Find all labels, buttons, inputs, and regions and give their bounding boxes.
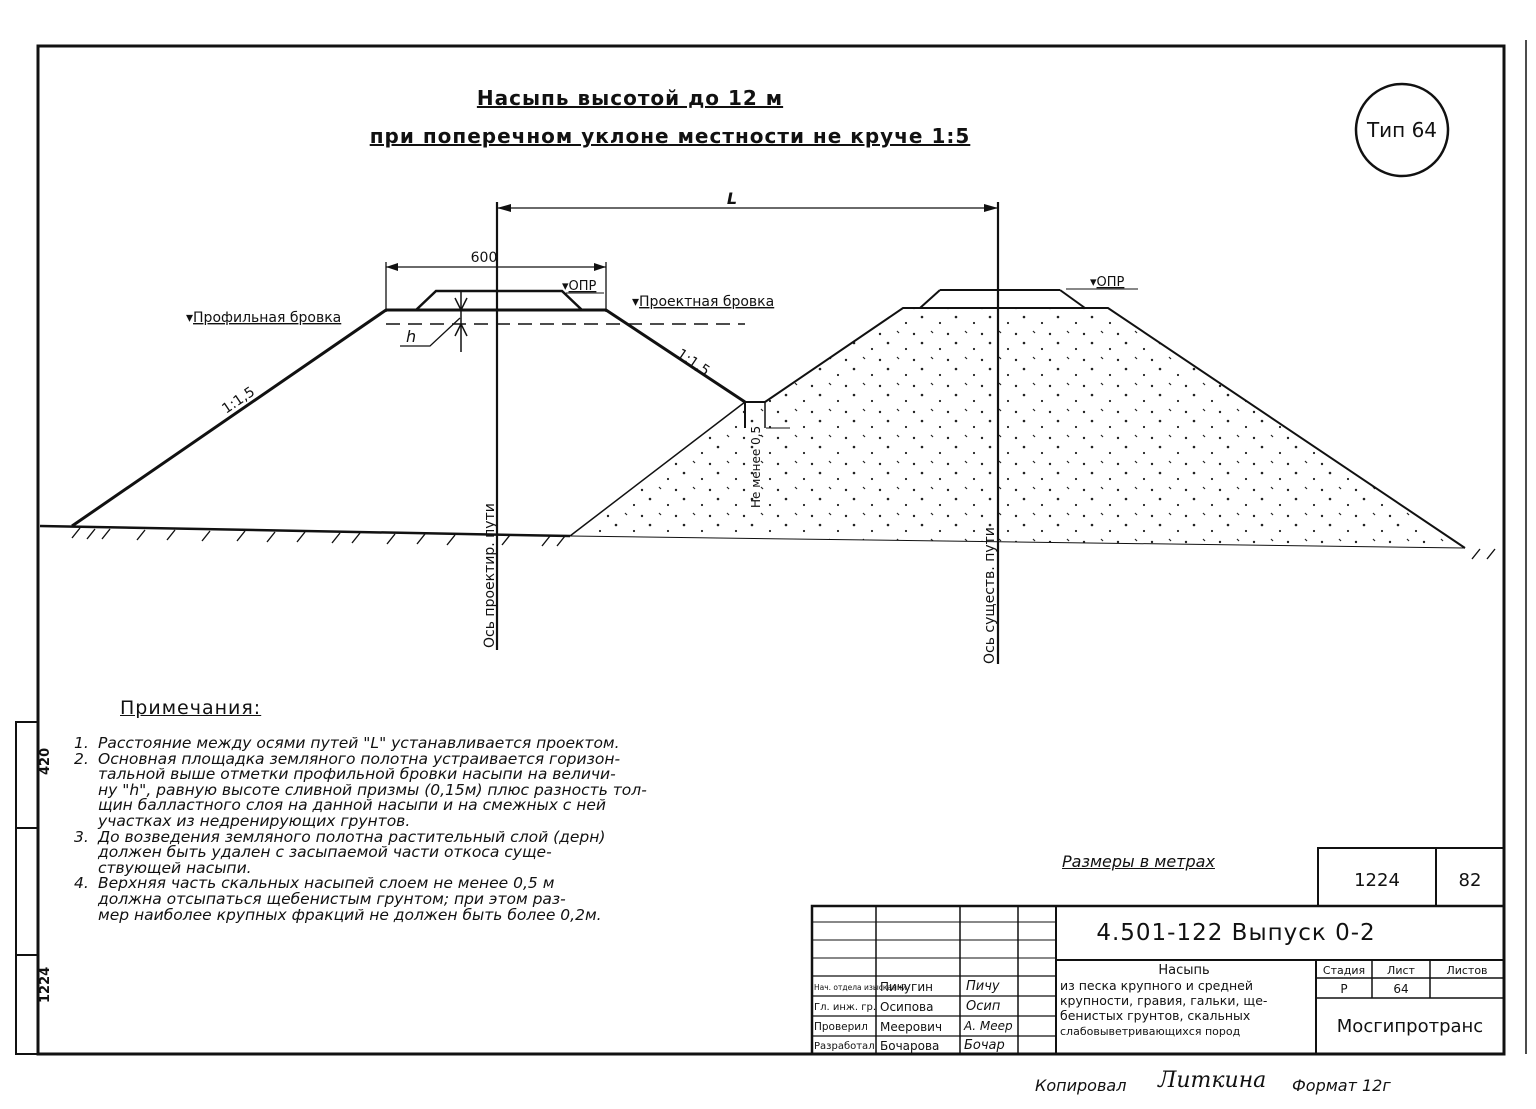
not-less-label: Не менее 0,5 <box>749 426 763 508</box>
note-text: Верхняя часть скальных насыпей слоем не … <box>98 874 602 924</box>
stamp-val-sheet: 64 <box>1393 982 1408 996</box>
stamp-role-4: Разработал <box>814 1041 875 1052</box>
stamp-hdr-sheet: Лист <box>1387 964 1415 977</box>
stamp-page: 82 <box>1459 870 1482 891</box>
opr-right-label: ▾ОПР <box>1090 275 1125 290</box>
copied-by-signature: Литкина <box>1158 1068 1267 1093</box>
notes-list: 1. Расстояние между осями путей "L" уста… <box>74 734 794 923</box>
type-label: Тип 64 <box>1366 118 1437 142</box>
existing-prism-left <box>919 289 941 309</box>
sizes-note: Размеры в метрах <box>1062 852 1215 871</box>
stamp-hdr-stage: Стадия <box>1323 964 1365 977</box>
ground-line <box>39 524 571 538</box>
existing-prism-right <box>1059 289 1086 309</box>
dim-600-label: 600 <box>471 250 498 266</box>
note-item: 3. До возведения земляного полотна расти… <box>74 827 794 877</box>
stamp-org: Мосгипротранс <box>1337 1016 1483 1037</box>
stamp-desc-title: Насыпь <box>1158 963 1209 978</box>
title-line-2: при поперечном уклоне местности не круче… <box>369 124 971 148</box>
type-circle <box>1354 82 1450 178</box>
stamp-doc-code: 4.501-122 Выпуск 0-2 <box>1096 920 1375 946</box>
title-block <box>810 847 1506 1056</box>
new-fill-slope <box>569 401 746 537</box>
new-fill-area <box>570 308 1465 548</box>
stamp-name-1: Пичугин <box>880 980 933 994</box>
ground-hatch <box>71 527 1496 560</box>
opr-left-label: ▾ОПР <box>562 279 597 294</box>
profile-edge-label: ▾Профильная бровка <box>186 310 341 326</box>
note-item: 2. Основная площадка земляного полотна у… <box>74 749 794 830</box>
ballast-prism <box>415 289 583 311</box>
note-text: До возведения земляного полотна растител… <box>98 827 606 877</box>
stamp-desc-line-4: слабовыветривающихся пород <box>1060 1025 1241 1038</box>
stamp-role-2: Гл. инж. гр. <box>814 1002 876 1013</box>
note-text: Основная площадка земляного полотна устр… <box>98 749 647 830</box>
copied-by-label: Копировал <box>1035 1076 1127 1095</box>
note-item: 1. Расстояние между осями путей "L" уста… <box>74 734 794 752</box>
note-number: 1. <box>74 734 89 752</box>
stamp-role-3: Проверил <box>814 1021 868 1033</box>
stamp-album: 1224 <box>1354 870 1400 891</box>
note-number: 2. <box>74 749 89 768</box>
format-label: Формат 12г <box>1292 1076 1391 1095</box>
axis-existing-label: Ось существ. пути <box>982 527 998 664</box>
side-strip-top: 420 <box>38 748 53 775</box>
stamp-sign-1: Пичу <box>966 979 1000 994</box>
axis-project-label: Ось проектир. пути <box>482 503 498 648</box>
project-edge-label: ▾Проектная бровка <box>632 294 774 310</box>
h-leader <box>400 317 461 347</box>
notes-heading: Примечания: <box>120 697 262 719</box>
dim-L-label: L <box>727 189 737 208</box>
stamp-desc-line-1: из песка крупного и средней <box>1060 978 1253 993</box>
side-strip <box>15 721 39 1055</box>
title-line-1: Насыпь высотой до 12 м <box>476 86 784 110</box>
sheet-frame <box>36 44 1506 1056</box>
stamp-desc-line-2: крупности, гравия, гальки, ще- <box>1060 993 1267 1008</box>
side-strip-bottom: 1224 <box>38 967 53 1003</box>
stamp-val-stage: Р <box>1340 982 1347 996</box>
stamp-name-4: Бочарова <box>880 1039 939 1053</box>
stamp-sign-2: Осип <box>966 999 1001 1014</box>
existing-embankment <box>764 307 1466 549</box>
stamp-sign-4: Бочар <box>964 1038 1005 1053</box>
note-text: Расстояние между осями путей "L" устанав… <box>98 734 620 752</box>
stamp-hdr-sheets: Листов <box>1446 964 1487 977</box>
ground-line-right <box>569 535 1466 549</box>
stamp-desc-line-3: бенистых грунтов, скальных <box>1060 1008 1250 1023</box>
slope-mid-label: 1:1,5 <box>674 346 713 379</box>
stamp-role-1: Нач. отдела изысканий <box>814 983 907 992</box>
h-label: h <box>406 327 416 346</box>
stamp-sign-3: А. Меер <box>963 1019 1013 1033</box>
stamp-name-2: Осипова <box>880 1000 933 1014</box>
note-number: 4. <box>74 874 89 893</box>
stamp-name-3: Меерович <box>880 1020 942 1034</box>
note-number: 3. <box>74 827 89 846</box>
note-item: 4. Верхняя часть скальных насыпей слоем … <box>74 876 794 923</box>
